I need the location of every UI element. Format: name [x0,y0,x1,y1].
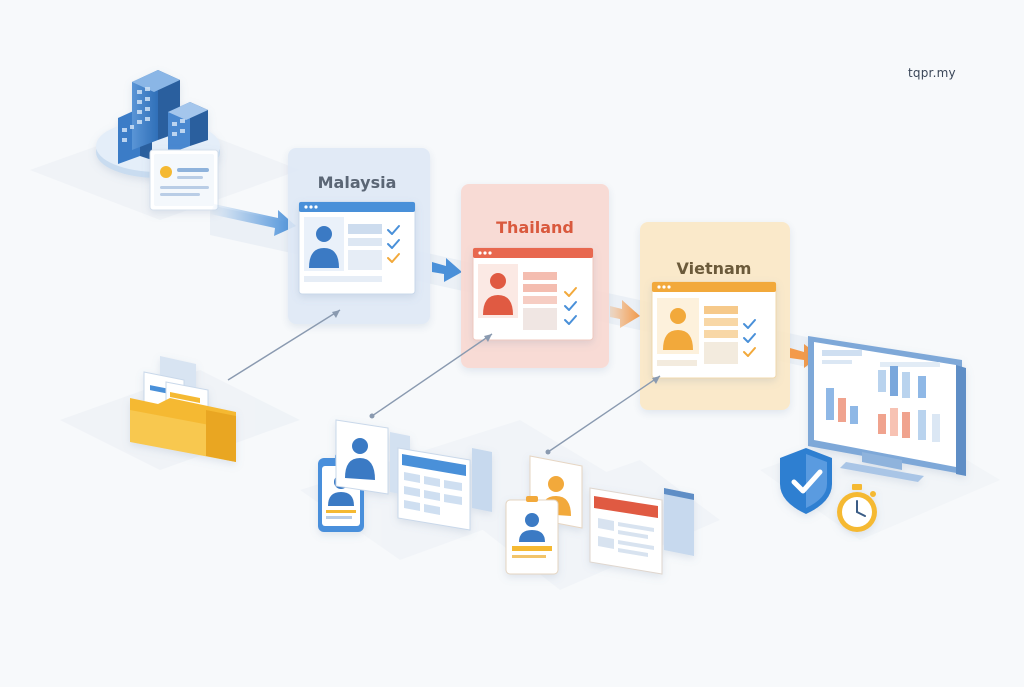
bar-chart-graphic [826,366,940,442]
profile-card-vietnam [651,281,777,379]
checkmark-icon [743,319,756,357]
stage-label-thailand: Thailand [496,218,574,237]
table-document-icon [397,447,471,531]
stage-label-vietnam: Vietnam [677,259,752,278]
profile-document-icon [335,419,389,495]
document-icon [149,149,219,211]
shield-check-icon [780,448,832,514]
checkmark-icon [564,287,577,325]
stage-malaysia: Malaysia [288,148,430,324]
office-buildings-icon [96,70,220,178]
flow-arrow-vietnam-to-monitor [790,344,820,368]
document-cluster-right [505,455,694,575]
stage-label-malaysia: Malaysia [318,173,397,192]
folder-icon [130,356,236,462]
flow-arrow-thailand-to-vietnam [610,300,640,328]
person-icon [309,226,339,268]
monitor-dashboard-icon [808,336,966,482]
profile-card-thailand [472,247,594,341]
id-badge-icon [505,496,559,575]
person-icon [483,273,513,315]
document-cluster-left [318,419,492,532]
stopwatch-icon [837,484,877,532]
profile-card-malaysia [298,201,416,295]
stage-thailand: Thailand [461,184,609,368]
person-icon [663,308,693,350]
flow-arrow-source-to-malaysia [210,204,296,236]
brand-watermark: tqpr.my [908,66,956,80]
flow-arrow-malaysia-to-thailand [432,258,462,282]
checkmark-icon [387,225,400,263]
connector-lines [227,309,661,455]
form-document-icon [589,487,663,575]
stage-vietnam: Vietnam [640,222,790,410]
